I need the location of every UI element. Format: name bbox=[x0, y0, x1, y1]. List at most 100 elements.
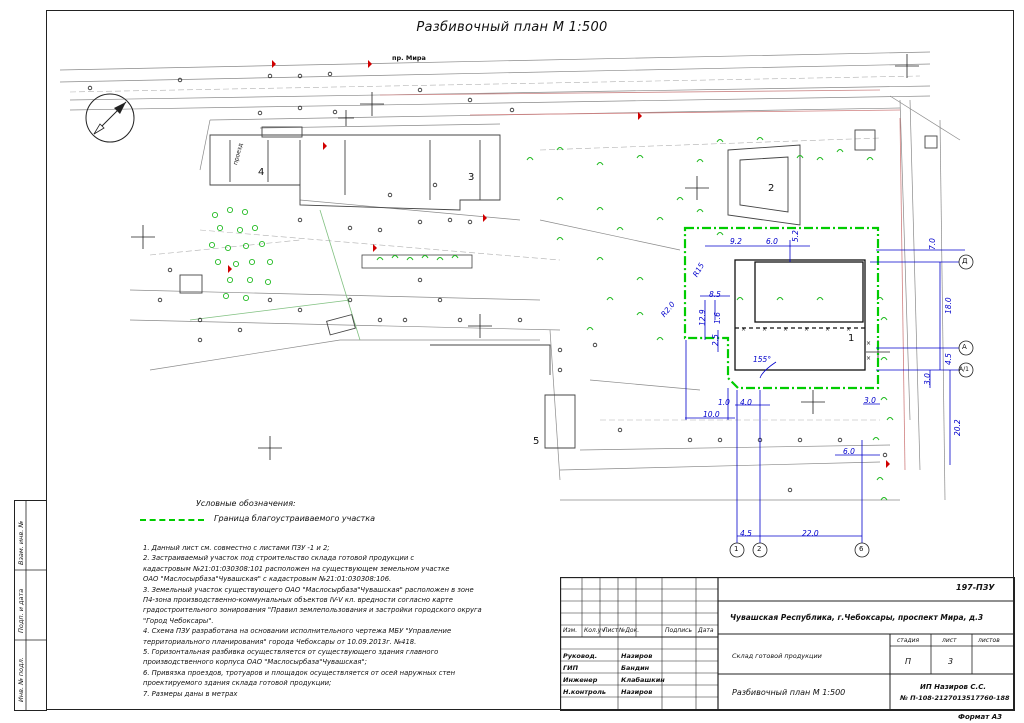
role-1: Руковод. bbox=[563, 652, 598, 660]
dim-1-0: 1.0 bbox=[718, 398, 730, 407]
legend-boundary-label: Граница благоустраиваемого участка bbox=[214, 514, 376, 523]
north-arrow-icon bbox=[85, 93, 135, 143]
svg-text:×: × bbox=[783, 326, 788, 333]
hdr-podp: Подпись bbox=[665, 627, 692, 634]
paper-format: Формат А3 bbox=[958, 713, 1002, 721]
road-edge-line bbox=[59, 63, 931, 83]
note-line: территориального планирования" города Че… bbox=[143, 637, 417, 646]
building-3-label: 3 bbox=[468, 172, 475, 183]
name-2: Бандин bbox=[621, 664, 650, 672]
name-3: Клабашкин bbox=[621, 676, 665, 684]
building-2-label: 2 bbox=[768, 183, 775, 194]
street-label: пр. Мира bbox=[392, 54, 426, 62]
survey-cross-icon bbox=[338, 110, 354, 126]
note-line: 4. Схема ПЗУ разработана на основании ис… bbox=[143, 627, 452, 636]
axis-label-2: 2 bbox=[757, 545, 762, 553]
name-1: Назиров bbox=[621, 652, 653, 660]
axis-label-D: Д bbox=[962, 257, 968, 265]
svg-text:×: × bbox=[825, 326, 830, 333]
title-block: 197-ПЗУ Чувашская Республика, г.Чебоксар… bbox=[560, 577, 1014, 710]
dim-18-0: 18.0 bbox=[944, 297, 953, 314]
building-5-label: 5 bbox=[533, 436, 540, 447]
list-header: лист bbox=[942, 637, 957, 644]
stadia-value: П bbox=[905, 657, 912, 666]
axis-bubble-A1 bbox=[958, 362, 974, 378]
stadia-header: стадия bbox=[897, 637, 920, 644]
dim-20-2: 20.2 bbox=[953, 419, 962, 436]
note-line: 6. Привязка проездов, тротуаров и площад… bbox=[143, 668, 456, 677]
dim-1-6: 1.6 bbox=[713, 312, 722, 324]
note-line: кадастровым №21:01:030308:101 расположен… bbox=[143, 564, 450, 573]
dim-8-5: 8.5 bbox=[709, 290, 721, 299]
note-line: "Город Чебоксары". bbox=[143, 616, 214, 625]
hdr-date: Дата bbox=[698, 627, 714, 634]
svg-text:×: × bbox=[866, 355, 871, 362]
dim-3-0b: 3.0 bbox=[864, 396, 876, 405]
dim-9-2: 9.2 bbox=[730, 237, 742, 246]
axis-label-A1: А/1 bbox=[959, 366, 969, 373]
drawing-frame bbox=[46, 10, 1014, 710]
new-building-1 bbox=[734, 259, 866, 371]
sidebar-vzam-label: Взам. инв. № bbox=[17, 520, 25, 565]
hdr-kol: Кол.уч bbox=[584, 627, 605, 634]
survey-cross-icon bbox=[258, 436, 282, 460]
sidebar-sign-label: Подп. и дата bbox=[17, 588, 25, 633]
svg-text:×: × bbox=[866, 340, 871, 347]
dim-4-0: 4.0 bbox=[740, 398, 752, 407]
left-stamp-strip bbox=[14, 500, 47, 711]
survey-cross-icon bbox=[468, 314, 492, 338]
dim-7-0: 7.0 bbox=[928, 238, 937, 250]
organization-name: ИП Назиров С.С. bbox=[920, 683, 986, 691]
dim-22-0: 22.0 bbox=[802, 529, 819, 538]
utility-points bbox=[87, 71, 888, 493]
survey-cross-icon bbox=[895, 54, 919, 78]
role-4: Н.контроль bbox=[563, 688, 607, 696]
axis-bubble-A bbox=[958, 340, 974, 356]
dim-4-5b: 4.5 bbox=[740, 529, 752, 538]
existing-building-2-outline bbox=[727, 144, 801, 226]
organization-license: № П-108-2127013517760-188 bbox=[900, 694, 1010, 702]
tree-group bbox=[208, 206, 274, 302]
dim-2-5: 2.5 bbox=[711, 334, 720, 346]
sidebar-inv-label: Инв. № подл. bbox=[17, 657, 25, 702]
dim-5-2: 5.2 bbox=[791, 230, 800, 242]
axis-bubble-1 bbox=[729, 542, 745, 558]
svg-text:×: × bbox=[741, 326, 746, 333]
axis-label-A: А bbox=[962, 343, 967, 351]
survey-cross-icon bbox=[801, 390, 825, 414]
general-notes: 1. Данный лист см. совместно с листами П… bbox=[143, 543, 543, 699]
dim-4-5a: 4.5 bbox=[944, 353, 953, 365]
note-line: П4-зона производственно-коммунальных объ… bbox=[143, 596, 453, 605]
survey-cross-icon bbox=[685, 176, 709, 200]
building-4-label: 4 bbox=[258, 167, 265, 178]
building-1-label: 1 bbox=[848, 333, 855, 344]
svg-text:×: × bbox=[846, 326, 851, 333]
svg-text:×: × bbox=[762, 326, 767, 333]
note-line: 7. Размеры даны в метрах bbox=[143, 689, 238, 698]
role-3: Инженер bbox=[563, 676, 598, 684]
note-line: градостроительного зонирования "Правил з… bbox=[143, 606, 482, 615]
dim-angle-155: 155° bbox=[753, 355, 772, 364]
note-line: 2. Застраиваемый участок под строительст… bbox=[143, 554, 415, 563]
name-4: Назиров bbox=[621, 688, 653, 696]
dim-3-0a: 3.0 bbox=[923, 373, 932, 385]
title-block-grid bbox=[560, 577, 1015, 711]
note-line: 3. Земельный участок существующего ОАО "… bbox=[143, 585, 474, 594]
listov-header: листов bbox=[978, 637, 1000, 644]
legend-boundary-swatch bbox=[140, 519, 204, 521]
existing-building-3-outline bbox=[209, 134, 501, 211]
dim-6-0b: 6.0 bbox=[843, 447, 855, 456]
red-markers bbox=[228, 60, 890, 468]
object-name: Склад готовой продукции bbox=[732, 652, 822, 660]
project-address: Чувашская Республика, г.Чебоксары, просп… bbox=[730, 613, 984, 622]
axis-bubble-D bbox=[958, 254, 974, 270]
axis-label-1: 1 bbox=[734, 545, 739, 553]
drawing-title: Разбивочный план М 1:500 bbox=[416, 20, 608, 35]
dimension-lines bbox=[685, 240, 965, 550]
hdr-izm: Изм. bbox=[563, 627, 578, 634]
legend-heading: Условные обозначения: bbox=[196, 499, 296, 508]
note-line: 1. Данный лист см. совместно с листами П… bbox=[143, 544, 330, 552]
axis-bubble-6 bbox=[854, 542, 870, 558]
axis-bubble-2 bbox=[752, 542, 768, 558]
svg-text:×: × bbox=[804, 326, 809, 333]
